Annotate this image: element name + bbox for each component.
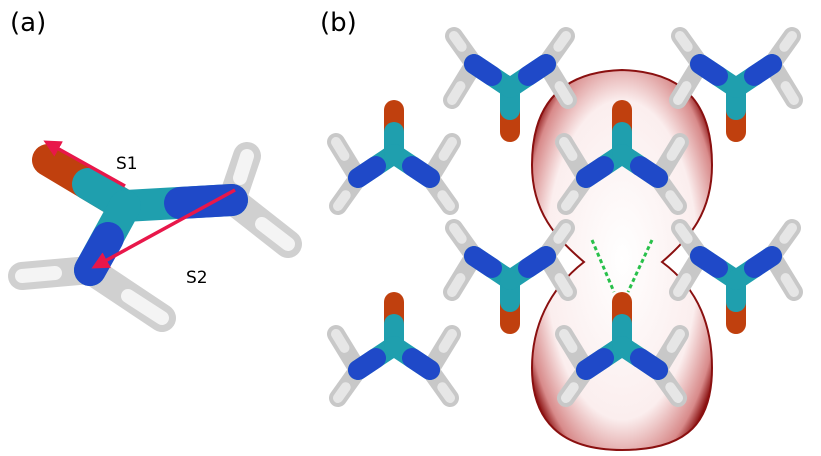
- hydrogen-highlight: [447, 273, 466, 297]
- bond-c-n: [744, 54, 782, 86]
- hydrogen-highlight: [438, 329, 457, 353]
- hbond-left: [590, 239, 616, 293]
- hydrogen-highlight: [780, 273, 799, 297]
- hydrogen-highlight: [666, 329, 685, 353]
- hydrogen-highlight: [673, 81, 692, 105]
- panel-b-molecules: [327, 27, 803, 407]
- hbond-right: [626, 239, 654, 293]
- hydrogen-highlight: [559, 137, 578, 161]
- hydrogen-highlight: [15, 266, 62, 283]
- hydrogen-highlight: [779, 223, 797, 244]
- panel-label-a: (a): [10, 8, 47, 38]
- bond-c-n: [464, 246, 502, 278]
- hydrogen-highlight: [331, 137, 350, 161]
- hydrogen-highlight: [553, 31, 571, 52]
- bond-c-n: [402, 348, 440, 380]
- bond-c-n: [518, 246, 556, 278]
- hydrogen-highlight: [333, 190, 351, 211]
- hydrogen-highlight: [333, 382, 351, 403]
- bond-c-n: [630, 348, 668, 380]
- hydrogen-highlight: [675, 31, 693, 52]
- panel-label-b: (b): [320, 8, 357, 38]
- bond-c-n: [464, 54, 502, 86]
- hydrogen-highlight: [437, 382, 455, 403]
- bond-c-n: [402, 156, 440, 188]
- bond-c-n: [690, 54, 728, 86]
- hydrogen-highlight: [665, 190, 683, 211]
- hydrogen-highlight: [780, 81, 799, 105]
- hydrogen-highlight: [255, 217, 295, 251]
- hydrogen-highlight: [438, 137, 457, 161]
- hydrogen-highlight: [331, 329, 350, 353]
- vector-label-s2: S2: [186, 268, 208, 288]
- bond-c-n: [576, 156, 614, 188]
- hydrogen-highlight: [553, 223, 571, 244]
- hydrogen-highlight: [447, 81, 466, 105]
- hydrogen-highlight: [437, 190, 455, 211]
- hydrogen-highlight: [554, 81, 573, 105]
- hydrogen-highlight: [675, 223, 693, 244]
- hydrogen-highlight: [666, 137, 685, 161]
- bond-c-n: [348, 348, 386, 380]
- hydrogen-bonds: [590, 239, 654, 293]
- hydrogen-highlight: [665, 382, 683, 403]
- hydrogen-highlight: [554, 273, 573, 297]
- panel-a-molecule: [8, 140, 302, 332]
- hydrogen-highlight: [559, 329, 578, 353]
- bond-c-n: [576, 348, 614, 380]
- hydrogen-highlight: [561, 382, 579, 403]
- vector-s2-arrow: [91, 188, 236, 269]
- hydrogen-highlight: [121, 289, 169, 325]
- vector-label-s1: S1: [116, 154, 138, 174]
- hydrogen-highlight: [779, 31, 797, 52]
- bond-c-n: [164, 184, 248, 219]
- hydrogen-highlight: [673, 273, 692, 297]
- vector-s1-arrow: [43, 140, 126, 188]
- hydrogen-highlight: [449, 223, 467, 244]
- hydrogen-highlight: [449, 31, 467, 52]
- bond-c-n: [744, 246, 782, 278]
- hydrogen-highlight: [233, 149, 254, 185]
- bond-c-n: [690, 246, 728, 278]
- bond-c-n: [518, 54, 556, 86]
- bond-c-n: [630, 156, 668, 188]
- hydrogen-highlight: [561, 190, 579, 211]
- bond-c-n: [348, 156, 386, 188]
